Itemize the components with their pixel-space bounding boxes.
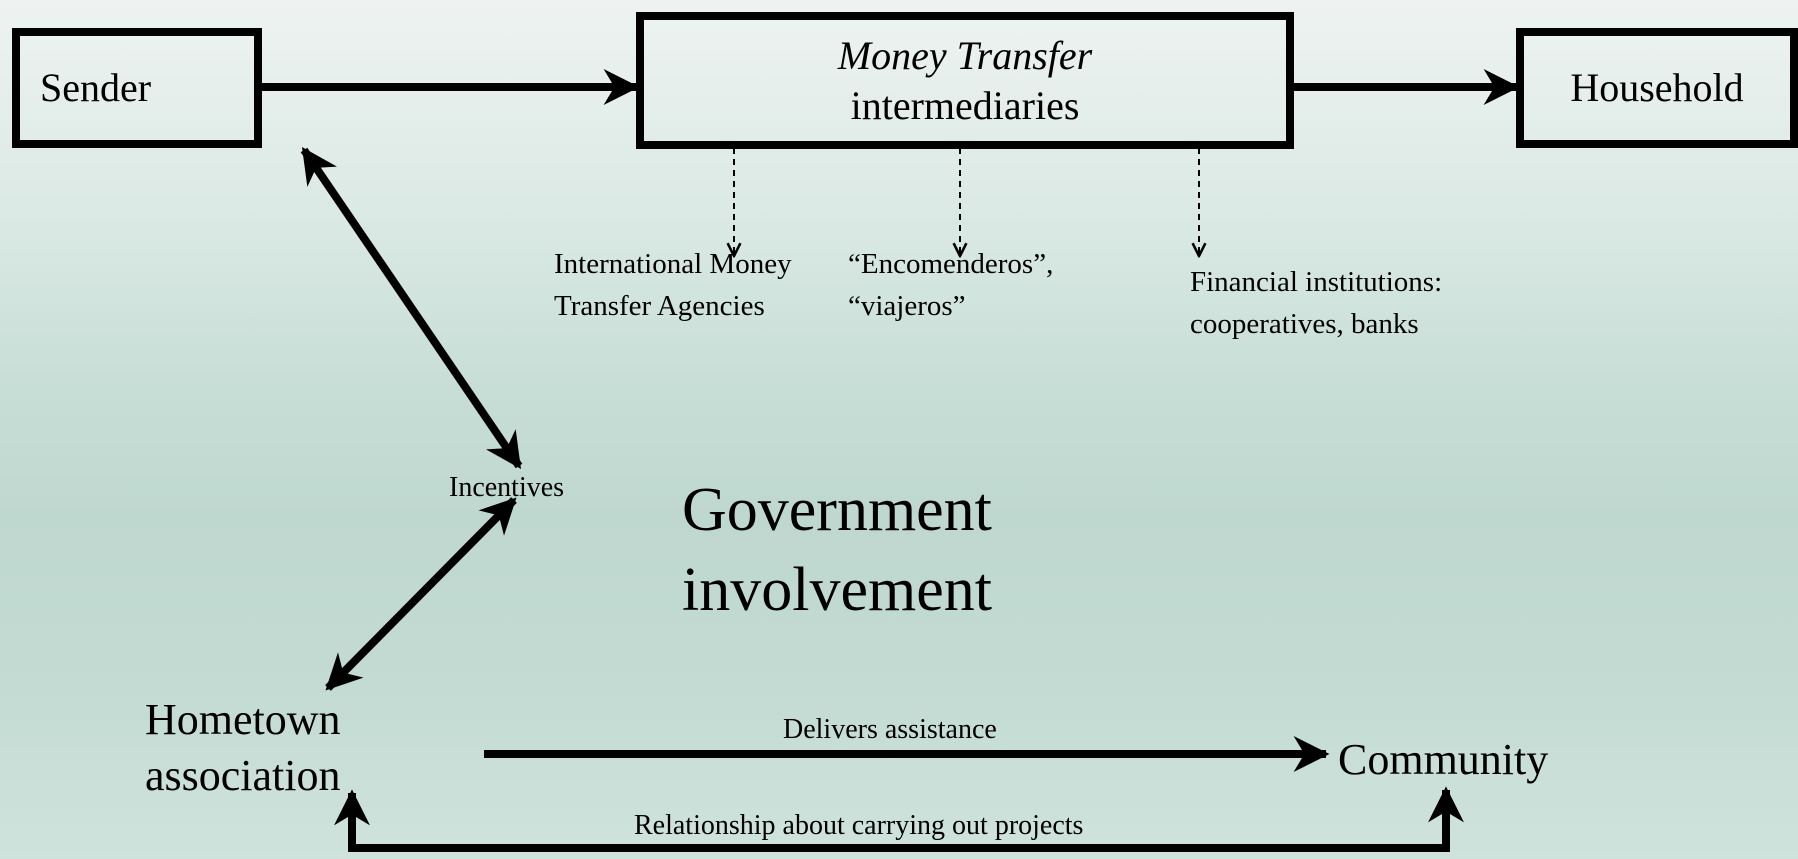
government-line1: Government <box>682 476 992 544</box>
incentives-label: Incentives <box>449 472 565 503</box>
government-involvement-label: Government involvement <box>682 470 992 630</box>
financial-line2: cooperatives, banks <box>1190 308 1419 340</box>
sender-label: Sender <box>40 65 152 110</box>
arrow-relationship <box>334 786 1464 852</box>
intermediaries-subtitle: intermediaries <box>850 82 1080 128</box>
household-box: Household <box>1516 28 1798 148</box>
encomenderos-label: “Encomenderos”, “viajeros” <box>848 243 1053 327</box>
financial-line1: Financial institutions: <box>1190 266 1443 298</box>
hometown-line1: Hometown <box>145 695 341 744</box>
arrow-incentives-hometown <box>325 497 517 691</box>
arrow-sender-incentives <box>300 147 523 469</box>
government-line2: involvement <box>682 556 992 624</box>
encomenderos-line2: “viajeros” <box>848 290 966 322</box>
hometown-line2: association <box>145 751 341 800</box>
hometown-association-label: Hometown association <box>145 692 341 804</box>
intermediaries-box: Money Transfer intermediaries <box>636 12 1294 149</box>
delivers-assistance-label: Delivers assistance <box>783 714 997 745</box>
imta-line1: International Money <box>554 248 792 280</box>
encomenderos-line1: “Encomenderos”, <box>848 248 1054 280</box>
imta-label: International Money Transfer Agencies <box>554 243 792 327</box>
household-label: Household <box>1570 65 1744 110</box>
relationship-label: Relationship about carrying out projects <box>634 810 1084 841</box>
imta-line2: Transfer Agencies <box>554 290 765 322</box>
sender-box: Sender <box>12 28 262 148</box>
financial-label: Financial institutions: cooperatives, ba… <box>1190 261 1442 345</box>
community-label: Community <box>1338 735 1549 784</box>
intermediaries-title: Money Transfer <box>837 32 1093 78</box>
